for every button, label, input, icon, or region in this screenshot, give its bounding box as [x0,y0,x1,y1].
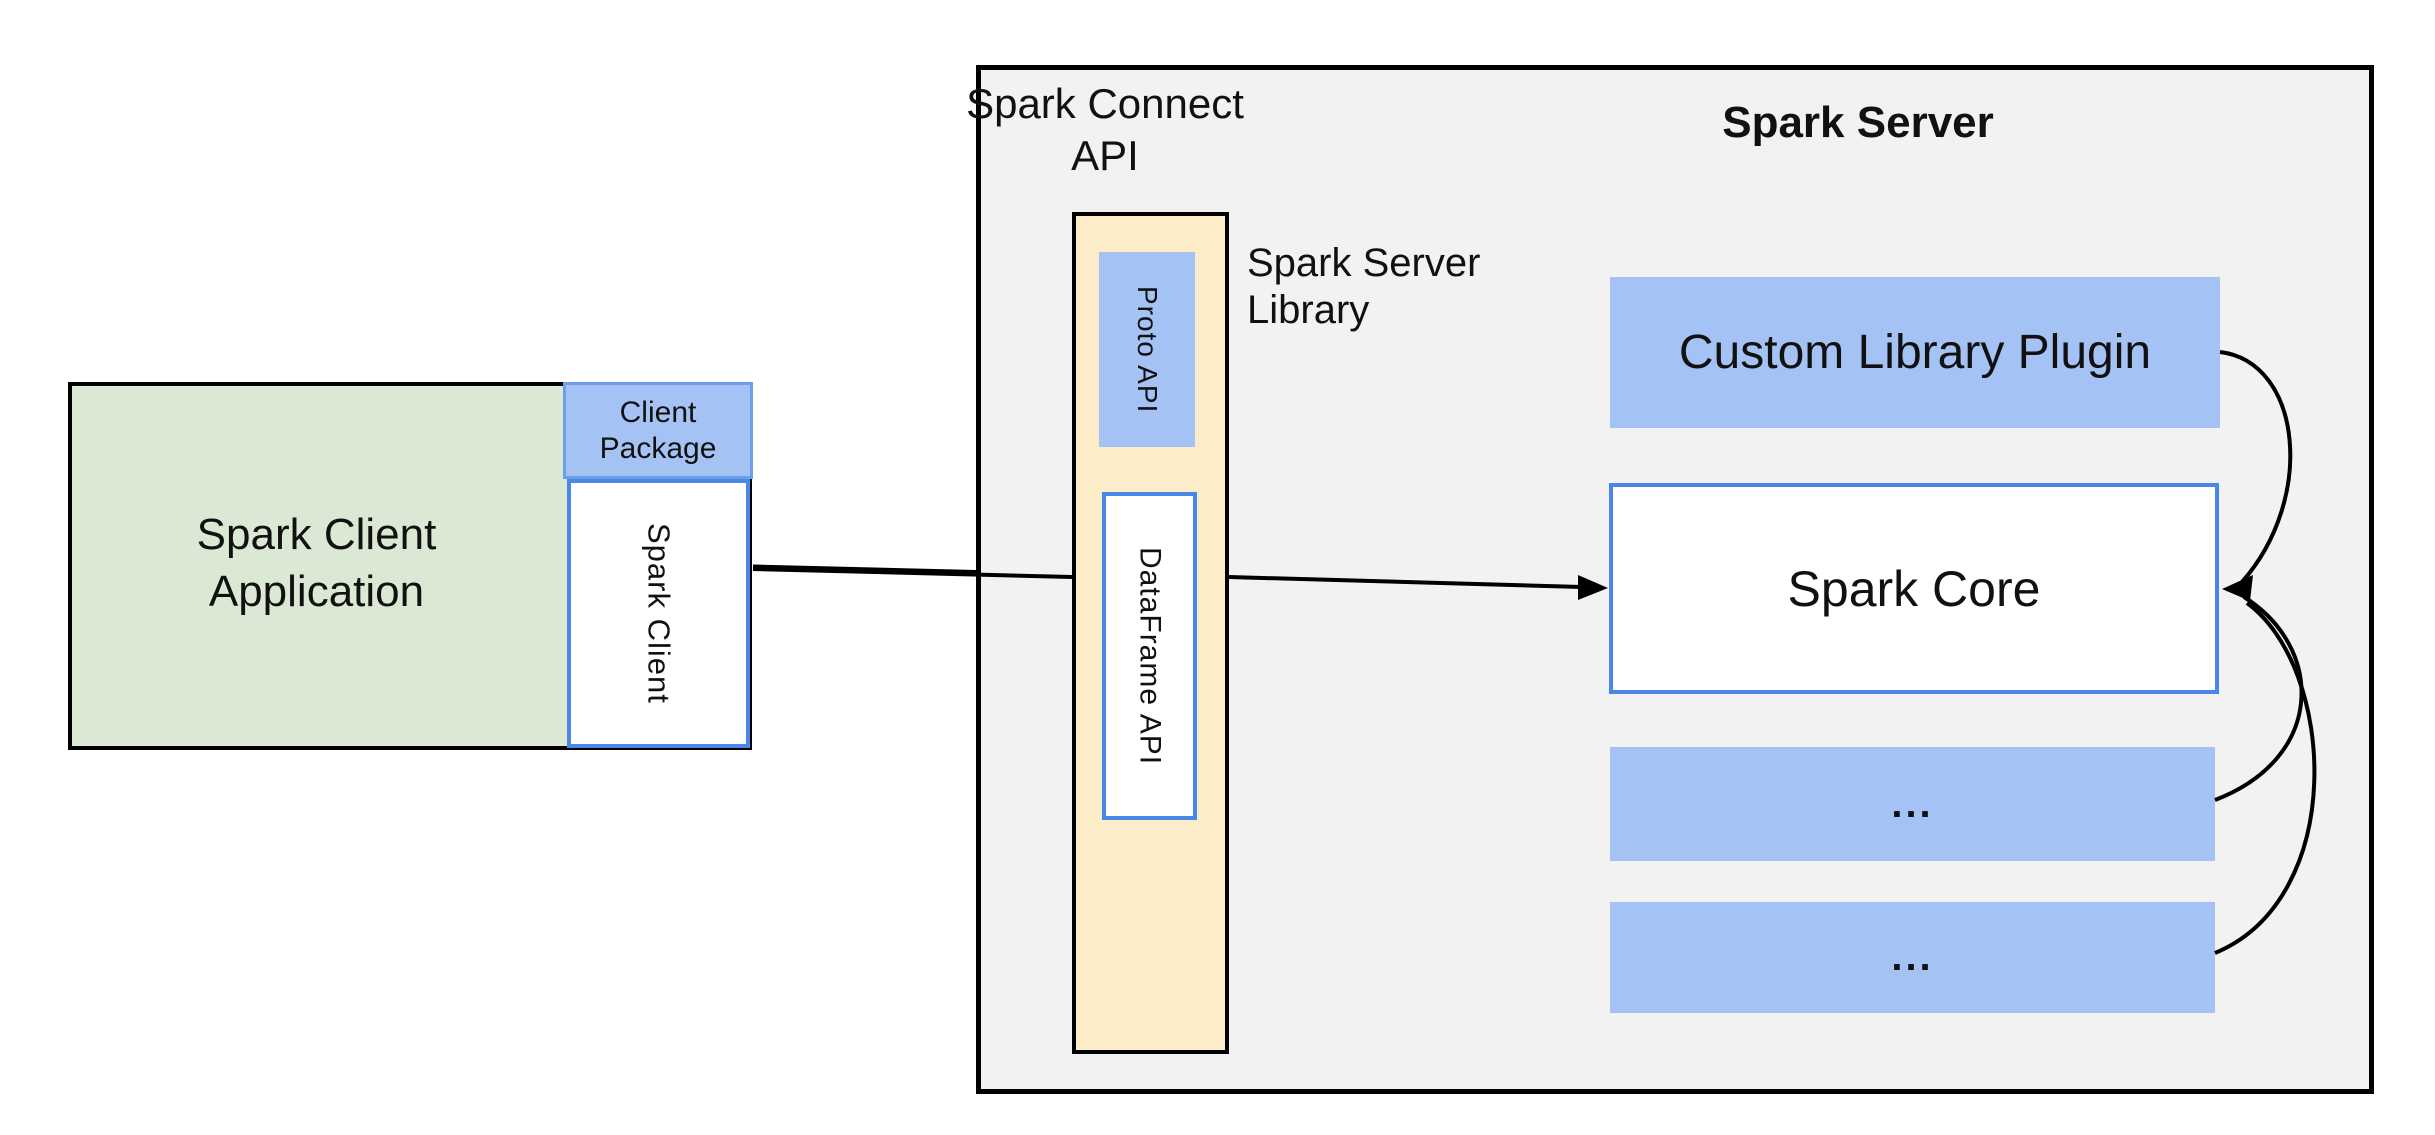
spark-server-title: Spark Server [1722,98,1994,147]
spark-client-application-label: Spark Client Application [68,506,565,620]
spark-core-label: Spark Core [1787,560,2041,617]
proto-api-box: Proto API [1099,252,1195,447]
ellipsis-box-2: ... [1610,902,2215,1013]
spark-connect-api-label: Spark Connect API [955,78,1255,182]
dataframe-api-label: DataFrame API [1133,546,1167,766]
spark-client-box: Spark Client [567,479,750,748]
client-package-label-line1: Client [619,395,697,429]
spark-connect-api-label-line1: Spark Connect [966,80,1244,127]
spark-core-box: Spark Core [1609,483,2219,694]
dataframe-api-box: DataFrame API [1102,492,1197,820]
spark-client-label: Spark Client [641,523,677,704]
client-package-label-line2: Package [599,431,717,465]
client-package-box: Client Package [563,382,753,479]
spark-server-library-label-line1: Spark Server [1247,241,1481,285]
ellipsis-box-1-label: ... [1891,781,1934,826]
spark-server-library-label-line2: Library [1247,288,1370,332]
spark-client-application-label-line1: Spark Client [196,510,437,559]
proto-api-label: Proto API [1132,285,1163,414]
ellipsis-box-2-label: ... [1891,935,1934,979]
spark-connect-api-label-line2: API [1071,132,1139,179]
spark-client-application-label-line2: Application [208,567,425,616]
spark-server-library-label: Spark Server Library [1247,240,1567,334]
custom-library-plugin-box: Custom Library Plugin [1610,277,2220,428]
ellipsis-box-1: ... [1610,747,2215,861]
custom-library-plugin-label: Custom Library Plugin [1678,326,2152,379]
